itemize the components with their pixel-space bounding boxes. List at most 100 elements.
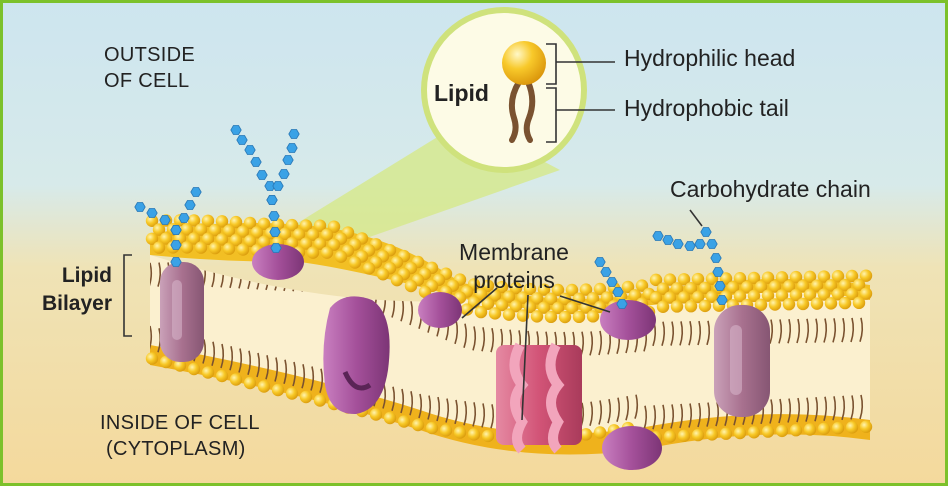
membrane-interior <box>150 255 870 434</box>
lipid-tail <box>490 327 495 353</box>
lipid-head <box>159 232 173 245</box>
zoom-circle <box>421 7 587 173</box>
lipid-tail <box>670 404 675 429</box>
lipid-head <box>201 232 215 246</box>
sugar-unit <box>662 235 674 245</box>
lipid-head <box>509 281 523 295</box>
lipid-head <box>292 228 306 241</box>
sugar-unit <box>278 169 290 179</box>
sugar-unit <box>178 213 190 223</box>
lipid-tail <box>247 350 252 376</box>
lipid-tail <box>490 404 495 429</box>
lipid-head <box>369 408 383 421</box>
lipid-head <box>656 300 670 313</box>
carbohydrate-chains <box>134 125 728 309</box>
lipid-tail <box>805 318 810 344</box>
lipid-tail-left <box>508 79 522 143</box>
lipid-head <box>789 424 803 437</box>
lipid-head <box>733 290 747 303</box>
lipid-head <box>670 282 684 295</box>
lipid-head <box>733 426 747 440</box>
lipid-head <box>285 387 299 400</box>
lipid-tail <box>697 402 702 428</box>
lipid-tail <box>823 318 828 343</box>
bilayer-bracket <box>123 254 132 337</box>
lipid-head <box>502 290 516 303</box>
lipid-tail <box>823 396 828 422</box>
lipid-head <box>628 289 642 302</box>
protein-small-purple <box>418 292 462 328</box>
sugar-unit <box>652 231 664 241</box>
lipid-head <box>390 273 404 287</box>
lipid-tail <box>796 318 801 344</box>
lipid-head <box>222 242 236 255</box>
protein-right-purple <box>600 300 656 340</box>
sugar-unit <box>134 202 146 212</box>
lipid-tail <box>481 403 486 428</box>
lipid-head <box>383 411 397 425</box>
lipid-tail <box>319 368 324 394</box>
lipid-head <box>229 373 243 386</box>
inside-line1: INSIDE OF CELL <box>100 412 260 434</box>
lipid-head <box>789 288 803 302</box>
sugar-unit <box>268 211 280 221</box>
lipid-tail <box>445 398 450 423</box>
lipid-tail <box>400 388 405 414</box>
lipid-head <box>516 291 530 304</box>
lipid-head <box>859 420 873 433</box>
lipid-head <box>313 219 327 232</box>
lipid-head <box>474 287 488 301</box>
lipid-head <box>698 281 712 295</box>
lipid-head <box>236 243 250 256</box>
sugar-unit <box>606 277 618 287</box>
lipid-tail <box>589 401 594 426</box>
sugar-unit <box>600 267 612 277</box>
lipid-head <box>558 310 572 324</box>
protein-right-mauve <box>714 305 770 417</box>
lipid-head <box>733 272 747 285</box>
lipid-tail <box>598 400 603 425</box>
lipid-head <box>481 297 495 310</box>
sugar-unit <box>146 208 158 218</box>
lipid-tail <box>787 319 792 344</box>
lipid-head <box>299 390 313 404</box>
lipid-head <box>145 352 159 365</box>
lipid-head <box>236 225 250 238</box>
outside-label: OUTSIDE OF CELL <box>104 42 195 94</box>
lipid-tail <box>607 398 612 424</box>
lipid-head <box>859 269 873 282</box>
lipid-head <box>271 383 285 397</box>
lipid-head <box>299 219 313 232</box>
sugar-unit <box>710 253 722 263</box>
lipid-head <box>152 223 166 236</box>
lipid-head <box>306 228 320 241</box>
lipid-head <box>327 220 341 233</box>
membrane-proteins-label: Membrane proteins <box>454 238 574 294</box>
lipid-head <box>243 234 257 248</box>
lipid-head <box>173 359 187 372</box>
lipid-head <box>831 288 845 301</box>
lipid-head <box>579 428 593 441</box>
membrane-bottom-band <box>150 345 870 455</box>
lipid-tail <box>706 320 711 346</box>
sugar-unit <box>716 295 728 305</box>
lipid-head <box>194 241 208 254</box>
lipid-head <box>488 307 502 320</box>
lipid-head <box>453 426 467 439</box>
lipid-tail <box>238 348 243 373</box>
sugar-unit <box>672 239 684 249</box>
sugar-unit <box>256 170 268 180</box>
lipid-tail <box>805 397 810 422</box>
sugar-unit <box>706 239 718 249</box>
lipid-tail <box>589 331 594 356</box>
lipid-head <box>845 269 859 283</box>
lipid-head <box>397 415 411 428</box>
lipid-tail <box>796 397 801 423</box>
lipid-label: Lipid <box>434 80 489 106</box>
lipid-head <box>467 428 481 441</box>
lipid-head <box>831 270 845 283</box>
zoom-inset <box>421 7 587 173</box>
inset-brackets <box>546 43 615 143</box>
sugar-unit <box>159 215 171 225</box>
lipid-head <box>649 291 663 305</box>
